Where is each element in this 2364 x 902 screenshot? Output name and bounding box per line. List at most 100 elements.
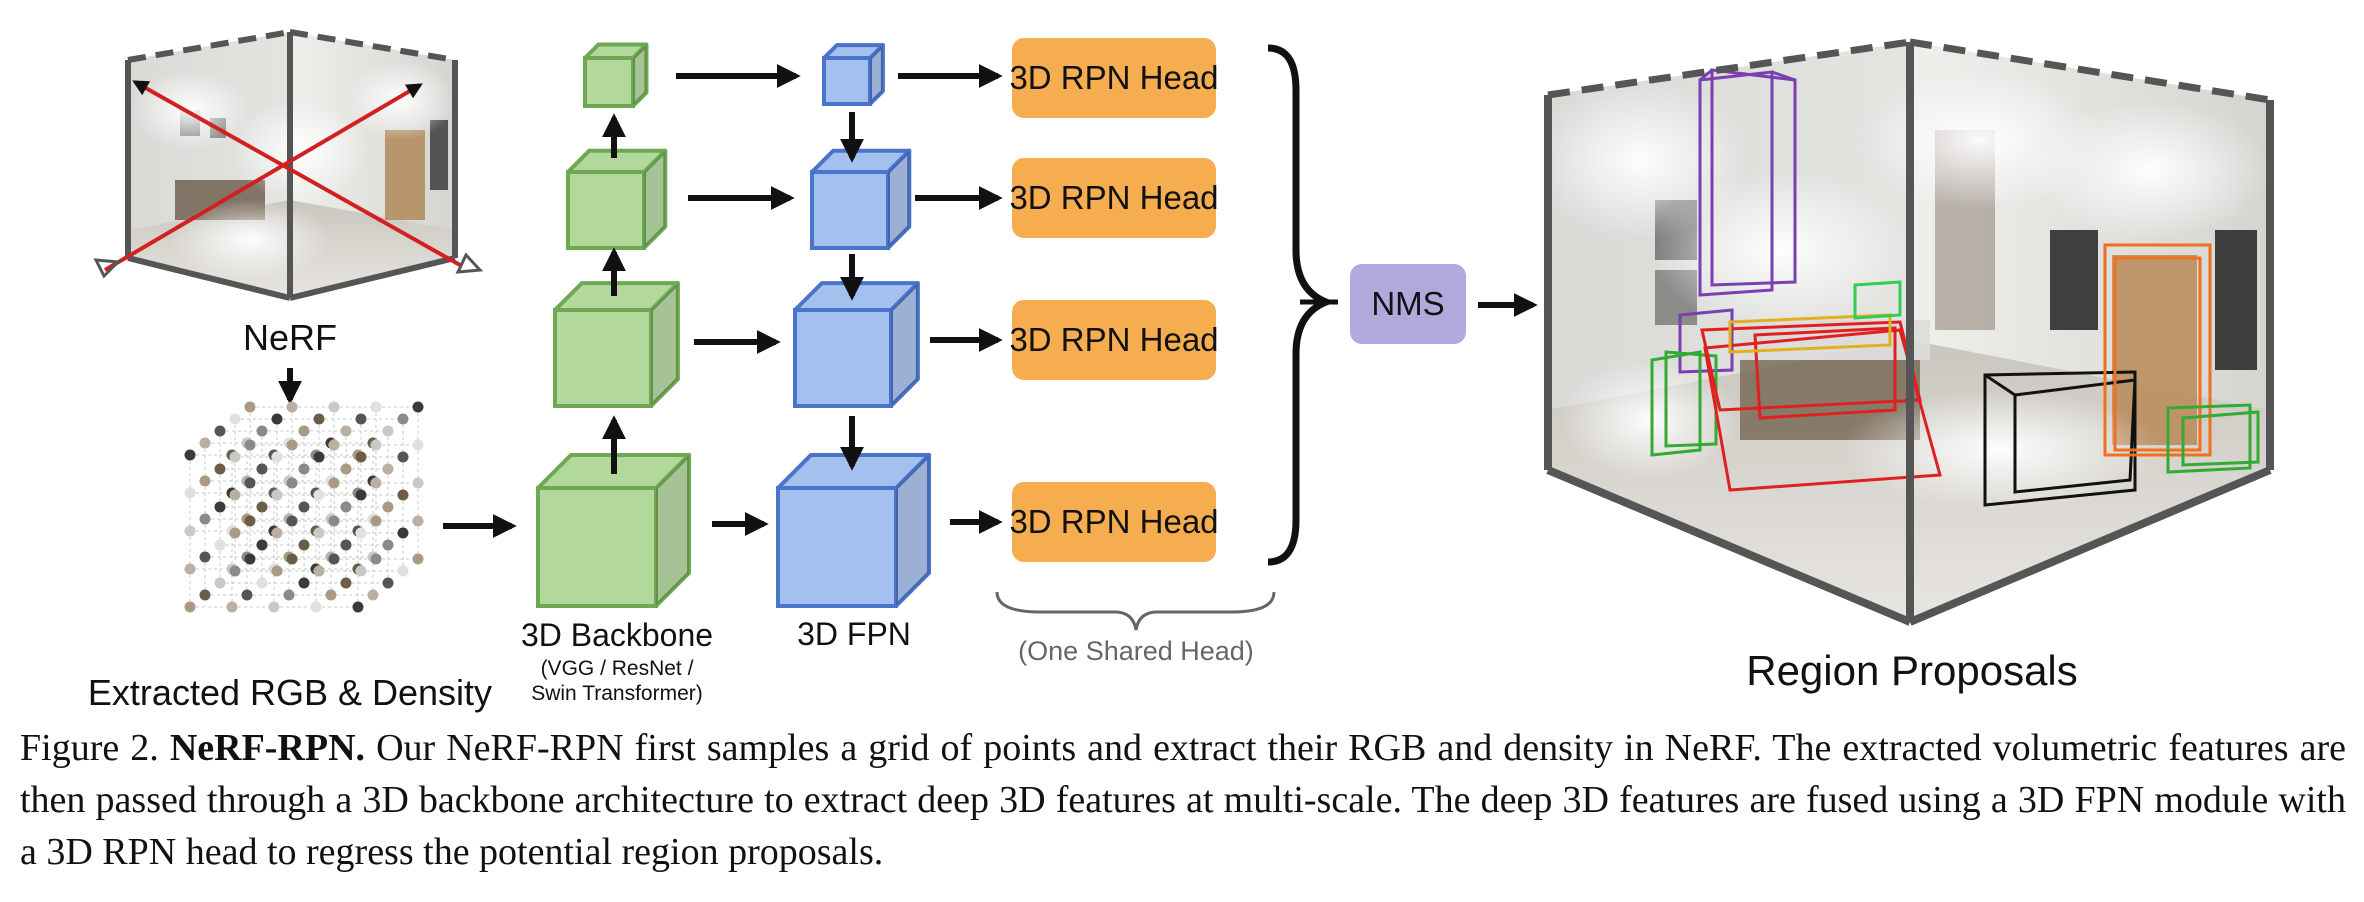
rpn-head-1-label: 3D RPN Head: [1009, 59, 1218, 96]
grid-point: [328, 401, 340, 413]
grid-point: [397, 489, 409, 501]
fpn-label: 3D FPN: [797, 616, 911, 652]
grid-point: [199, 551, 211, 563]
backbone-sublabel-1: (VGG / ResNet /: [541, 657, 694, 680]
grid-point: [214, 577, 226, 589]
grid-point: [328, 553, 340, 565]
grid-point: [286, 401, 298, 413]
grid-point: [199, 437, 211, 449]
grid-point: [370, 439, 382, 451]
rpn-head-4-label: 3D RPN Head: [1009, 503, 1218, 540]
grid-point: [340, 577, 352, 589]
grid-point: [367, 589, 379, 601]
backbone-sublabel-2: Swin Transformer): [531, 682, 703, 705]
grid-point: [382, 501, 394, 513]
grid-point: [370, 477, 382, 489]
grid-point: [298, 463, 310, 475]
grid-point: [283, 589, 295, 601]
grid-point: [199, 513, 211, 525]
grid-point: [298, 425, 310, 437]
grid-point: [229, 527, 241, 539]
grid-point: [325, 589, 337, 601]
heads-curly-brace: [1267, 44, 1336, 566]
caption-body: Our NeRF-RPN first samples a grid of poi…: [20, 727, 2347, 873]
grid-point: [355, 413, 367, 425]
grid-point: [271, 489, 283, 501]
grid-point: [199, 589, 211, 601]
caption-title: NeRF-RPN.: [169, 727, 366, 769]
grid-point: [313, 413, 325, 425]
grid-point: [241, 589, 253, 601]
grid-point: [328, 439, 340, 451]
backbone-label: 3D Backbone: [521, 617, 713, 653]
grid-point: [244, 515, 256, 527]
grid-point: [271, 565, 283, 577]
grid-point: [199, 475, 211, 487]
grid-point: [313, 451, 325, 463]
rpn-head-3-label: 3D RPN Head: [1009, 321, 1218, 358]
grid-point: [271, 451, 283, 463]
fpn-cubes: [776, 43, 932, 608]
grid-point: [298, 577, 310, 589]
shared-head-label: (One Shared Head): [1018, 636, 1254, 666]
grid-point: [244, 477, 256, 489]
rgb-density-point-grid: [184, 401, 424, 613]
grid-point: [370, 553, 382, 565]
grid-point: [328, 515, 340, 527]
grid-point: [340, 425, 352, 437]
grid-point: [184, 449, 196, 461]
grid-point: [214, 539, 226, 551]
figure-caption: Figure 2. NeRF-RPN. Our NeRF-RPN first s…: [20, 722, 2346, 878]
grid-point: [355, 451, 367, 463]
nerf-scene-image: [93, 29, 484, 301]
grid-point: [286, 439, 298, 451]
grid-point: [382, 577, 394, 589]
grid-point: [340, 501, 352, 513]
grid-point: [214, 501, 226, 513]
grid-point: [382, 425, 394, 437]
grid-point: [370, 401, 382, 413]
grid-point: [313, 527, 325, 539]
grid-point: [184, 525, 196, 537]
nerf-label: NeRF: [243, 317, 337, 358]
grid-point: [382, 463, 394, 475]
backbone-cube-4: [536, 452, 692, 608]
fpn-cube-3: [793, 281, 920, 408]
grid-point: [397, 451, 409, 463]
grid-point: [412, 439, 424, 451]
grid-point: [298, 501, 310, 513]
grid-point: [412, 401, 424, 413]
grid-point: [184, 563, 196, 575]
shared-head-bracket: [995, 591, 1276, 631]
grid-point: [355, 489, 367, 501]
grid-point: [256, 577, 268, 589]
caption-prefix: Figure 2.: [20, 727, 159, 769]
grid-point: [268, 601, 280, 613]
grid-point: [412, 477, 424, 489]
grid-point: [214, 463, 226, 475]
nms-label: NMS: [1371, 285, 1444, 322]
grid-point: [256, 501, 268, 513]
grid-point: [244, 553, 256, 565]
grid-point: [286, 515, 298, 527]
rpn-head-1: 3D RPN Head: [1009, 38, 1219, 118]
grid-point: [256, 463, 268, 475]
grid-point: [256, 539, 268, 551]
grid-point: [370, 515, 382, 527]
backbone-cube-3: [553, 281, 680, 408]
grid-point: [226, 601, 238, 613]
grid-point: [229, 489, 241, 501]
backbone-cube-1: [583, 42, 649, 108]
grid-point: [328, 477, 340, 489]
grid-point: [214, 425, 226, 437]
grid-point: [355, 565, 367, 577]
grid-point: [271, 527, 283, 539]
rpn-head-4: 3D RPN Head: [1009, 482, 1219, 562]
rpn-head-2: 3D RPN Head: [1009, 158, 1219, 238]
nms-box: NMS: [1350, 264, 1466, 344]
grid-point: [340, 463, 352, 475]
pipeline-diagram: NeRF Extracted RGB & Density 3D Backbone…: [88, 29, 2274, 713]
stage-arrows: [602, 64, 1003, 536]
grid-point: [397, 565, 409, 577]
grid-point: [412, 553, 424, 565]
